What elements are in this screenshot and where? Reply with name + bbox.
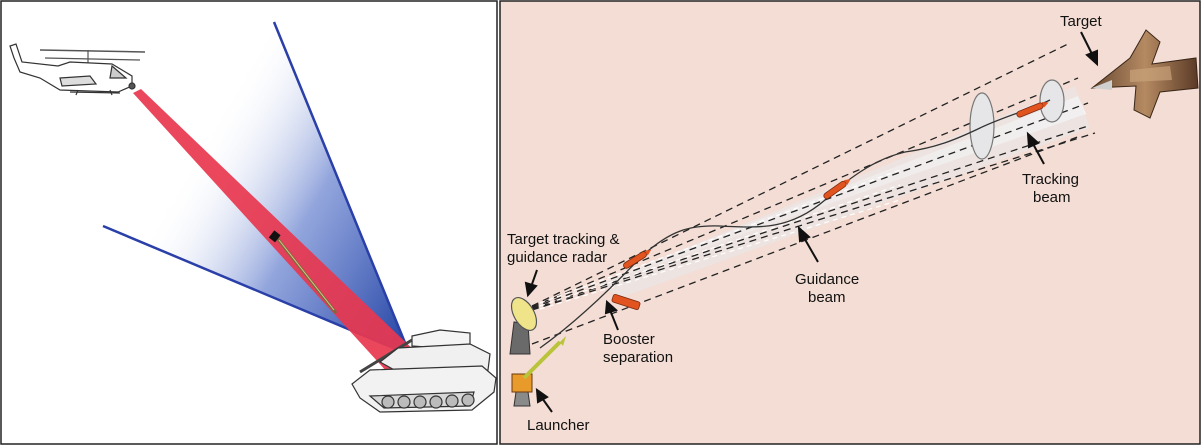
laser-guidance-fan (103, 22, 410, 355)
label-booster-1: Booster (603, 331, 655, 348)
radar-arrow (524, 269, 538, 298)
missile-icon-terminal (1016, 101, 1049, 118)
label-target: Target (1060, 13, 1103, 30)
main-battle-tank-icon (351, 329, 497, 413)
label-guidance-beam-2: beam (808, 289, 846, 306)
label-guidance-beam-1: Guidance (795, 271, 859, 288)
label-radar-1: Target tracking & (507, 231, 620, 248)
launcher-arrow (535, 387, 553, 413)
missile-flight-path (539, 99, 1051, 349)
missile-launcher-icon (511, 336, 566, 407)
missile-icon-mid (823, 179, 851, 200)
left-panel (0, 0, 498, 445)
beam-cross-section-small (1039, 79, 1065, 123)
callout-arrows (524, 31, 1098, 413)
label-tracking-beam-1: Tracking (1022, 171, 1079, 188)
missile-icon-early (623, 249, 652, 269)
laser-designation-beam (133, 89, 420, 373)
radar-beam-ray-lines (539, 169, 901, 310)
labels: Target Tracking beam Target tracking & g… (507, 13, 1103, 434)
beam-cross-section-large (969, 92, 995, 160)
label-radar-2: guidance radar (507, 249, 607, 266)
label-launcher: Launcher (527, 417, 590, 434)
booster-stage-icon (611, 293, 641, 311)
radar-dish-icon (509, 297, 538, 355)
target-arrow (1080, 31, 1098, 67)
label-tracking-beam-2: beam (1033, 189, 1071, 206)
label-booster-2: separation (603, 349, 673, 366)
attack-helicopter-icon (9, 43, 146, 96)
guidance-beam-arrow (797, 225, 819, 263)
right-panel-frame (499, 0, 1201, 445)
guided-missile-icon (268, 230, 338, 314)
fan-edge-upper (272, 21, 412, 356)
tracking-beam-arrow (1026, 131, 1045, 165)
booster-arrow (604, 299, 619, 331)
right-panel: Target Tracking beam Target tracking & g… (499, 0, 1201, 445)
fighter-jet-icon (1090, 29, 1199, 119)
